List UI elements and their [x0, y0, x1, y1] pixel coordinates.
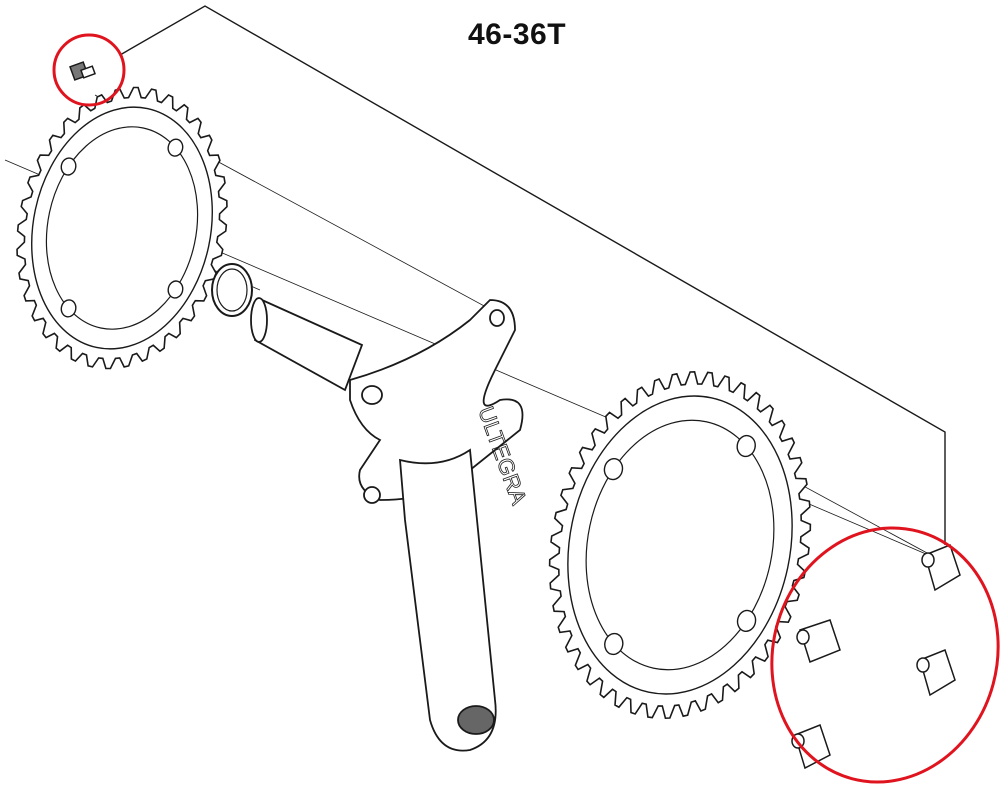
crank-arm: [398, 448, 497, 752]
bolt-hole: [736, 609, 757, 633]
crank-spider: [349, 299, 524, 501]
bolt-hole: [604, 632, 624, 656]
bolt-hole: [603, 457, 624, 481]
chainring-band: [31, 106, 213, 350]
bolt-hole: [167, 280, 184, 299]
bolt-hole: [167, 138, 184, 157]
chainring-nut: [796, 619, 841, 663]
chainring-nut: [916, 649, 956, 697]
bracket-leader-line: [119, 5, 946, 545]
chainring-band: [45, 126, 199, 330]
chainring-nuts: [791, 544, 961, 770]
nuts-highlight-circle: [770, 526, 1000, 784]
chainring-teeth: [16, 86, 228, 370]
chainring-band: [567, 395, 793, 695]
spindle-ring: [211, 263, 253, 317]
bolt-highlight-circle: [52, 33, 126, 107]
spindle: [254, 298, 364, 392]
diagram-title: 46-36T: [468, 18, 567, 51]
chainring-bolt: [69, 61, 96, 81]
bolt-hole: [60, 157, 77, 176]
spindle-end: [250, 297, 268, 343]
chainring-teeth: [548, 370, 812, 720]
chainring-nut: [791, 724, 831, 770]
bolt-hole: [60, 299, 77, 318]
bolt-hole: [736, 434, 756, 458]
crank-arm-with-spindle: ULTEGRA: [250, 297, 532, 752]
inner-chainring: [16, 86, 228, 370]
chainring-nut: [921, 544, 961, 592]
outer-chainring: [548, 370, 812, 720]
chainring-band: [585, 419, 775, 671]
highlight-marks: [52, 33, 1000, 784]
